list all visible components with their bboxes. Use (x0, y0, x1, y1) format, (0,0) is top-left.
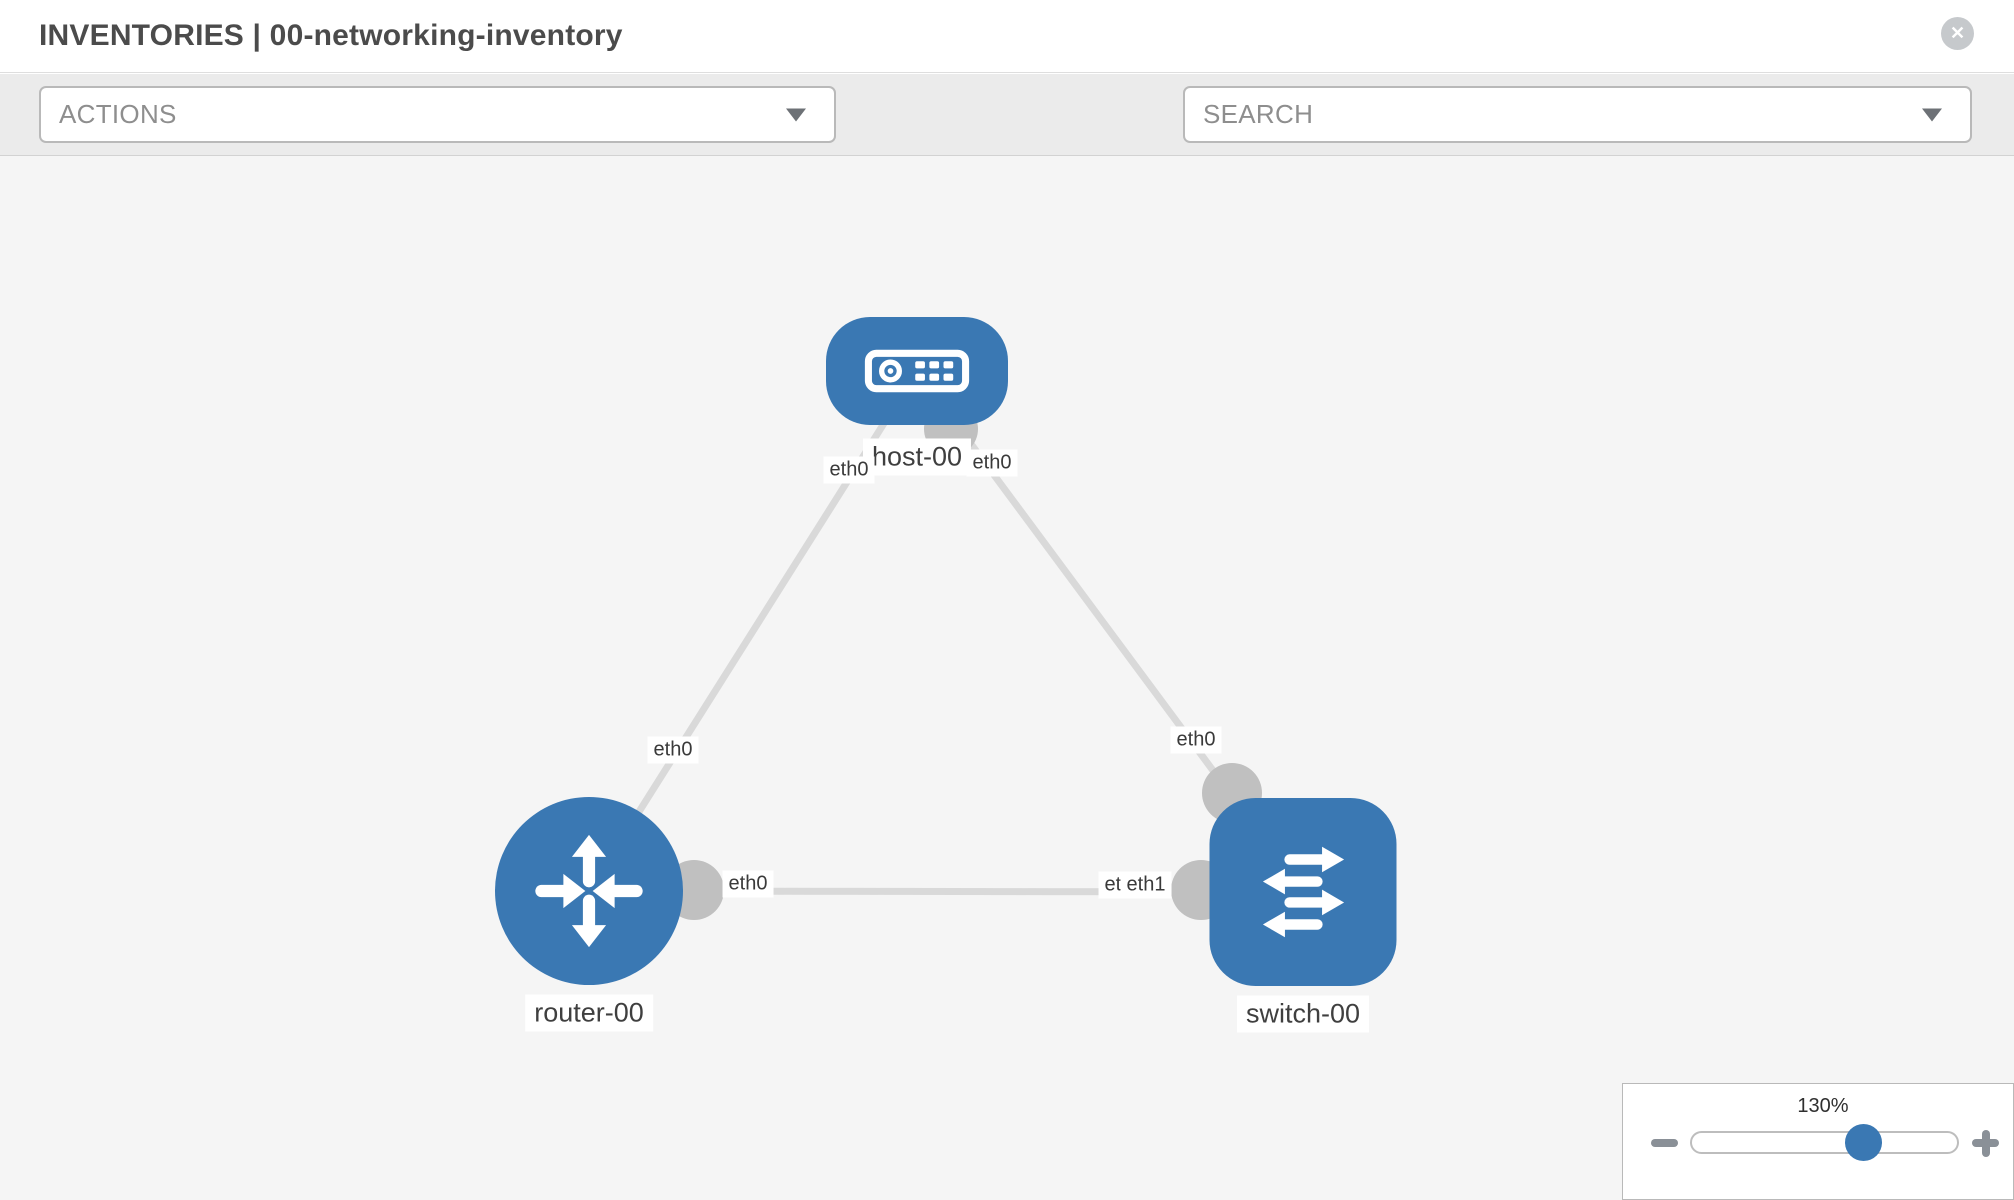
zoom-level-label: 130% (1797, 1095, 1849, 1117)
interface-label: eth1 (1120, 871, 1172, 899)
interface-label: eth0 (1170, 726, 1222, 754)
actions-dropdown-label: ACTIONS (59, 99, 177, 129)
node-router-00[interactable] (495, 797, 683, 985)
node-label: switch-00 (1236, 995, 1370, 1033)
chevron-down-icon (1922, 108, 1942, 121)
interface-label: eth0 (647, 736, 699, 764)
toolbar: ACTIONS SEARCH (0, 74, 2014, 210)
links-layer (586, 368, 1306, 920)
node-label: host-00 (862, 438, 972, 476)
zoom-slider-handle[interactable] (1845, 1124, 1882, 1161)
node-label: router-00 (525, 994, 653, 1032)
search-dropdown-label: SEARCH (1203, 99, 1314, 129)
interface-label: eth0 (823, 456, 875, 484)
actions-dropdown[interactable]: ACTIONS (39, 86, 836, 143)
chevron-down-icon (786, 108, 806, 121)
header: INVENTORIES | 00-networking-inventory ✕ (0, 0, 2014, 73)
host-icon (864, 348, 970, 394)
zoom-slider[interactable] (1690, 1131, 1959, 1154)
node-switch-00[interactable] (1209, 798, 1397, 986)
zoom-control-panel: 130% (1622, 1083, 2014, 1200)
node-host-00[interactable] (826, 317, 1008, 425)
router-icon (528, 830, 650, 952)
close-icon[interactable]: ✕ (1941, 17, 1974, 50)
topology-canvas: host-00eth0eth0eth0eth0eth0eth0eth1route… (0, 156, 2014, 1200)
zoom-in-plus-icon[interactable] (1981, 1129, 1990, 1157)
interface-label: eth0 (966, 449, 1018, 477)
switch-icon (1245, 834, 1361, 950)
zoom-out-minus-icon[interactable] (1651, 1139, 1678, 1147)
page-title: INVENTORIES | 00-networking-inventory (39, 19, 623, 52)
search-dropdown[interactable]: SEARCH (1183, 86, 1972, 143)
interface-label: eth0 (722, 870, 774, 898)
